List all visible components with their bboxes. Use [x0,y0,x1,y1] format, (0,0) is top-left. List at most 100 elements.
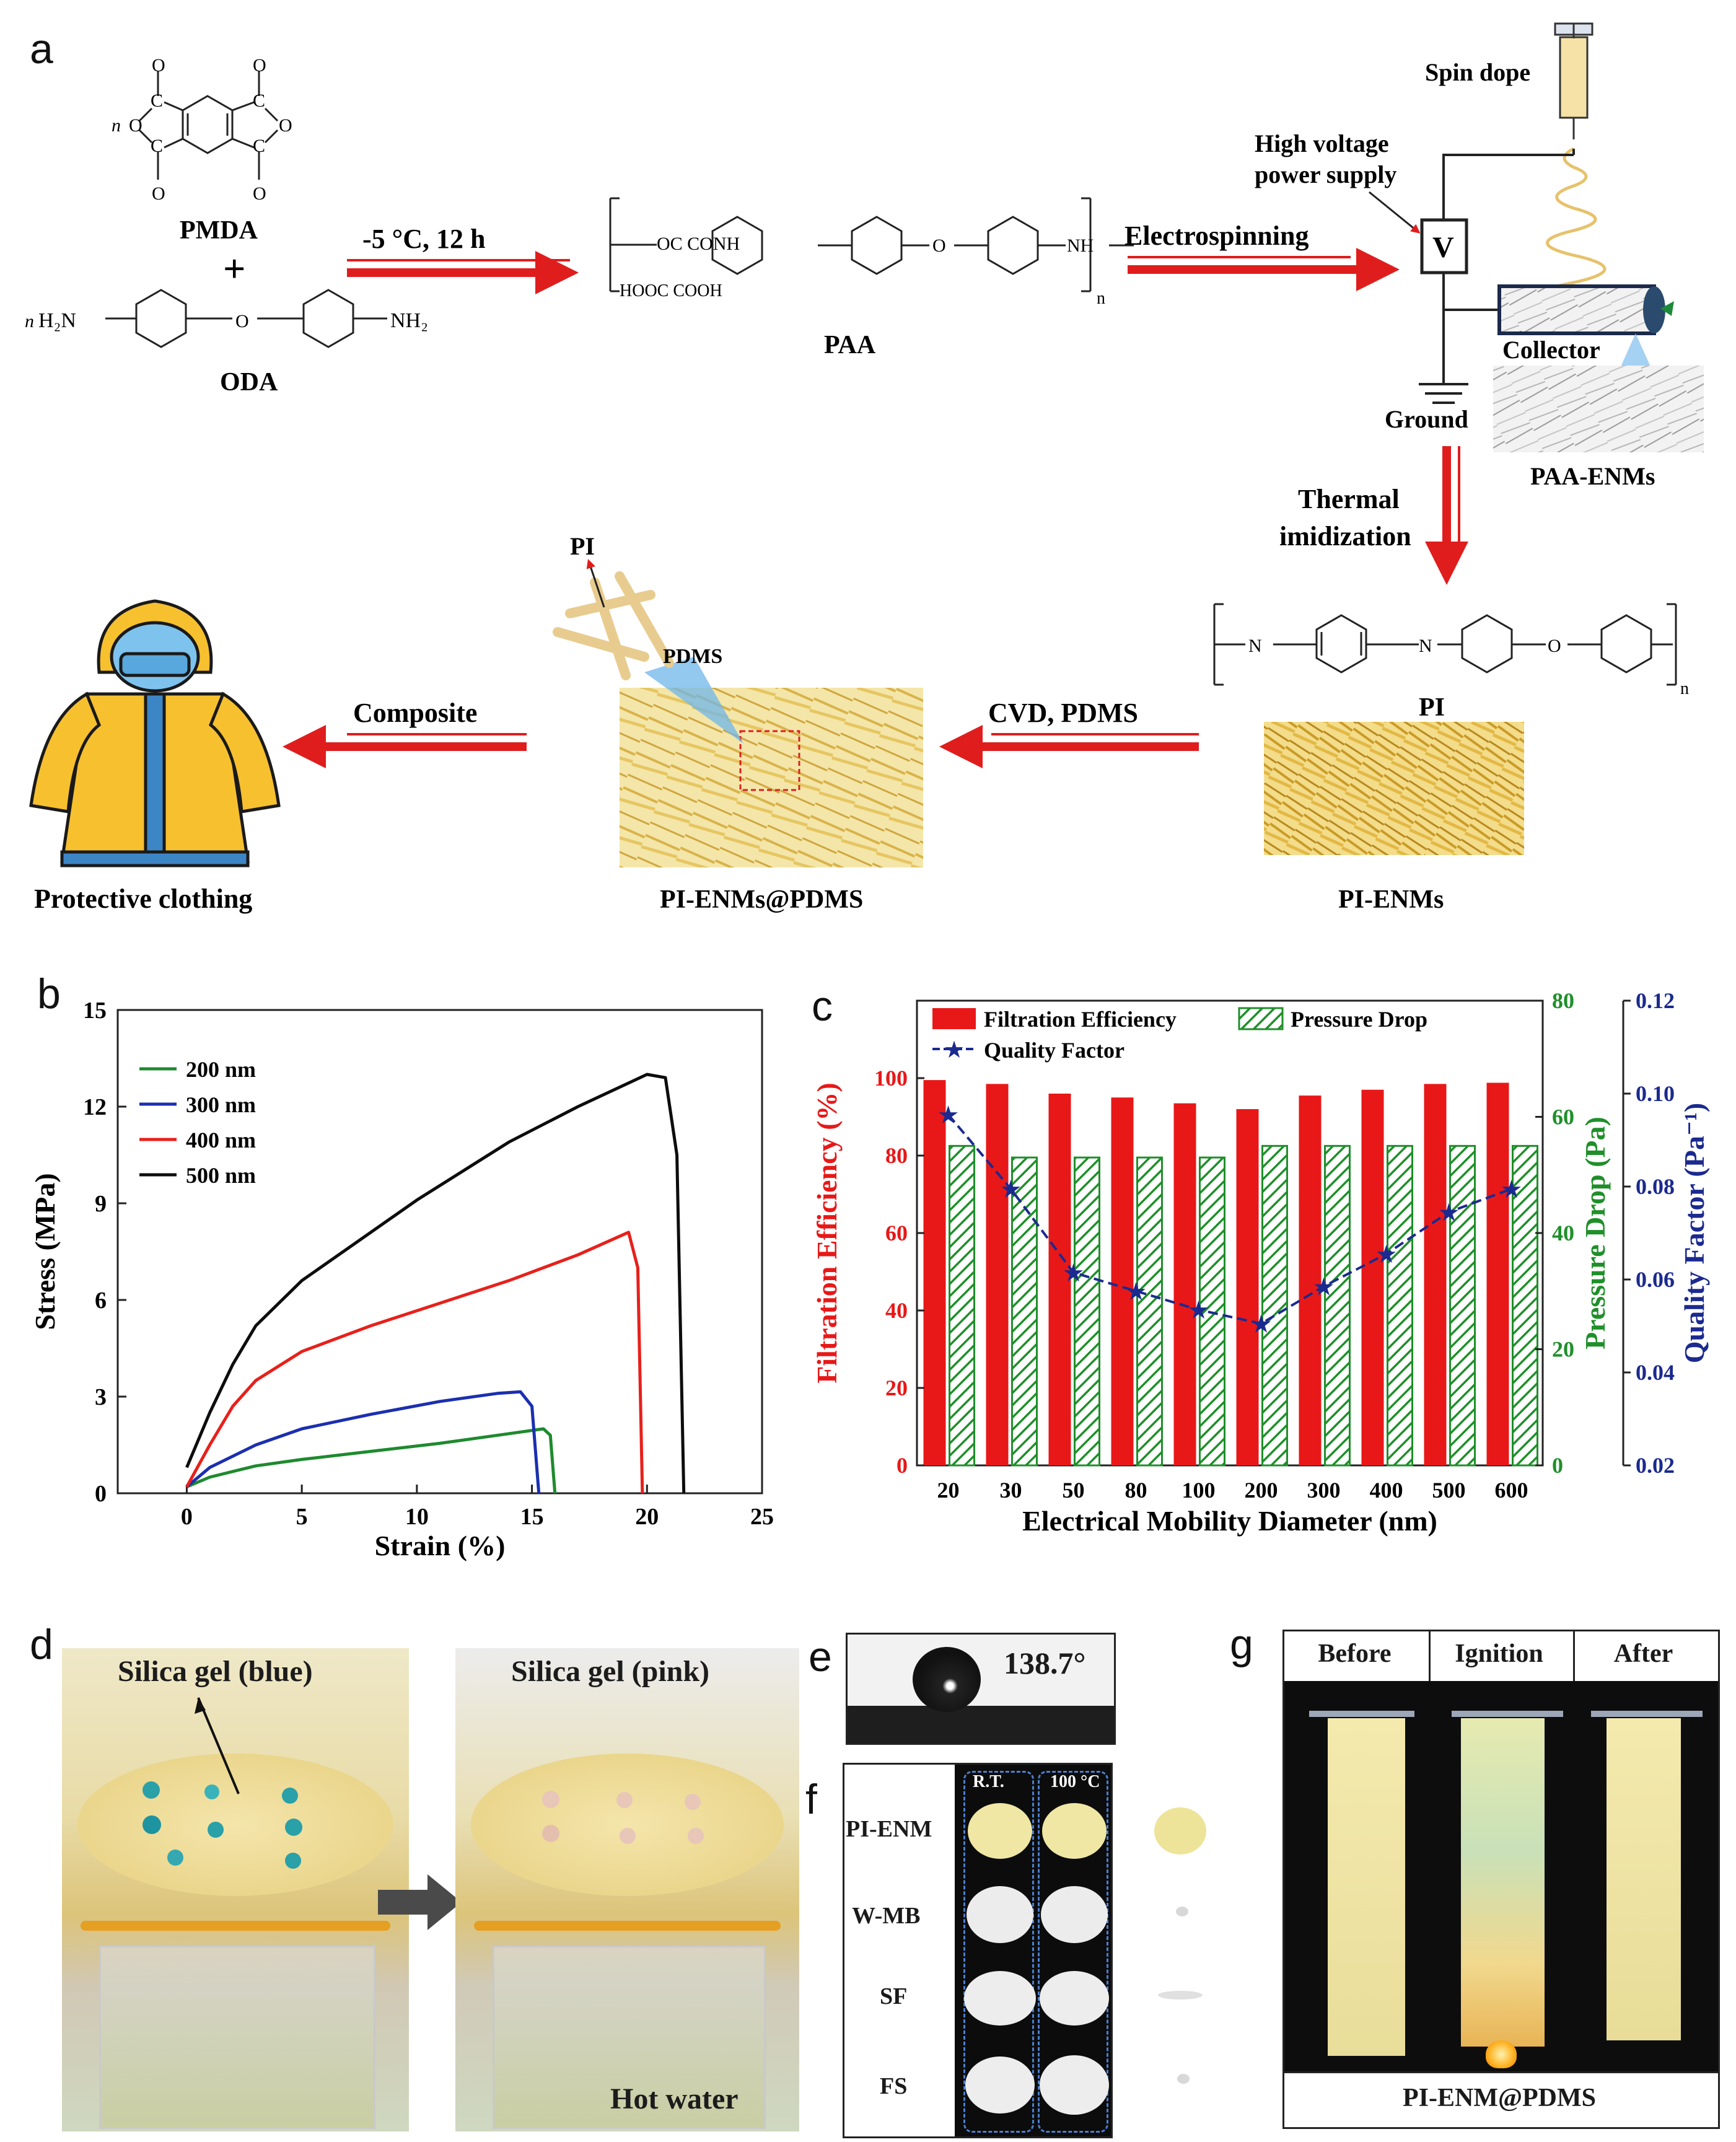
paa-enms-label: PAA-ENMs [1530,462,1655,490]
quality-factor-point: ★ [1125,1278,1147,1306]
oda-nh2: NH₂ [390,309,428,332]
paa-top-groups: OC CONH [657,234,740,254]
bar-pressure [1199,1156,1225,1467]
legend-label: 200 nm [186,1057,256,1082]
f-row-pi: PI-ENM [846,1816,932,1842]
silica-pink-label: Silica gel (pink) [511,1655,710,1688]
protective-suit [29,599,281,867]
x-tick-label: 10 [405,1504,429,1530]
g-col-before: Before [1318,1639,1392,1668]
y-tick-label: 0 [896,1453,908,1478]
plus-sign: + [223,247,245,291]
voltage-symbol: V [1432,231,1454,264]
pi-label: PI [1419,693,1445,722]
y3-tick-label: 0.10 [1636,1081,1675,1106]
paa-structure [609,197,1134,292]
pmda-c: C [151,90,163,111]
photo-silica-blue [62,1648,409,2131]
legend-swatch-filtration [932,1008,976,1029]
y3-tick-label: 0.04 [1636,1360,1675,1385]
pdms-tag: PDMS [663,645,722,668]
condition-label: -5 °C, 12 h [362,224,486,254]
pi-enms-mat [1264,722,1524,855]
series-line-200-nm [186,1427,557,1494]
x-tick-label: 20 [937,1478,960,1503]
x-tick-label: 50 [1063,1478,1085,1503]
y-tick-label: 9 [95,1191,107,1217]
y2-tick-label: 20 [1552,1337,1574,1362]
contact-angle-value: 138.7° [1004,1646,1086,1680]
x-tick-label: 600 [1495,1478,1528,1503]
bar-pressure [1136,1156,1163,1467]
f-row-sf: SF [880,1983,908,2009]
panel-letter-a: a [30,25,53,72]
composite-label: Composite [353,698,477,728]
f-col-100: 100 °C [1050,1772,1100,1791]
pi-structure [1213,603,1677,686]
paa-o: O [932,235,946,256]
voltage-box [1420,218,1468,274]
quality-factor-point: ★ [1313,1273,1335,1301]
contact-angle-photo [846,1633,1116,1745]
spin-dope-label: Spin dope [1425,58,1530,86]
bar-filtration [1236,1109,1259,1465]
pmda-o: O [152,183,165,204]
panel-letter-f: f [805,1776,817,1823]
bar-pressure [1387,1144,1413,1467]
pmda-c: C [151,136,163,156]
legend-label: Filtration Efficiency [984,1007,1177,1032]
legend-label: Quality Factor [984,1038,1124,1063]
oda-n: n [25,311,34,331]
bar-filtration [1424,1084,1447,1465]
f-col-300: 300 °C [1162,1772,1212,1791]
g-col-after: After [1613,1639,1673,1668]
cvd-label: CVD, PDMS [988,698,1138,728]
x-tick-label: 500 [1432,1478,1466,1503]
quality-factor-point: ★ [937,1101,960,1129]
y-tick-label: 12 [83,1094,107,1120]
g-col-ignition: Ignition [1455,1639,1543,1668]
quality-factor-point: ★ [1188,1296,1210,1324]
pmda-label: PMDA [180,216,258,245]
panel-letter-d: d [30,1621,53,1668]
y-tick-label: 60 [885,1221,908,1245]
oda-o: O [235,311,249,331]
y3-axis-label: Quality Factor (Pa⁻¹) [1678,1103,1710,1363]
bar-filtration [1048,1094,1071,1465]
pmda-c: C [253,136,265,156]
panel-letter-g: g [1230,1621,1253,1668]
oda-h2n: H₂N [38,309,76,332]
panel-a-diagram: O O C C C C O O O O n PMDA + n H₂N O NH₂… [25,22,1704,914]
circuit-wires [1419,149,1575,404]
pmda-o: O [253,55,266,76]
thermal-label-2: imidization [1279,521,1411,551]
y-tick-label: 80 [885,1143,908,1168]
pi-enm-pdms-label: PI-ENMs@PDMS [660,885,863,914]
pi-tag: PI [570,532,595,560]
f-row-fs: FS [880,2073,908,2099]
photo-silica-pink [455,1648,799,2131]
y3-tick-label: 0.02 [1636,1453,1675,1478]
y3-tick-label: 0.08 [1636,1174,1675,1199]
y-tick-label: 15 [83,998,107,1024]
bar-pressure [1324,1144,1351,1467]
spray-spiral [1537,147,1607,313]
pi-n-sub: n [1680,679,1689,698]
bar-filtration [1361,1089,1384,1465]
pi-pdms-mat [620,688,923,867]
series-line-300-nm [185,1390,541,1494]
pmda-o: O [129,115,142,136]
hv-label-2: power supply [1255,160,1396,188]
x-tick-label: 25 [750,1504,774,1530]
legend-label: 300 nm [186,1092,256,1117]
y-tick-label: 6 [95,1288,107,1314]
x-tick-label: 400 [1370,1478,1403,1503]
collector-label: Collector [1502,336,1600,364]
x-tick-label: 300 [1307,1478,1341,1503]
oda-label: ODA [220,368,278,397]
pi-n-right: N [1419,636,1432,656]
oda-structure [105,289,387,348]
y2-tick-label: 60 [1552,1105,1574,1130]
y3-tick-label: 0.12 [1636,988,1675,1013]
